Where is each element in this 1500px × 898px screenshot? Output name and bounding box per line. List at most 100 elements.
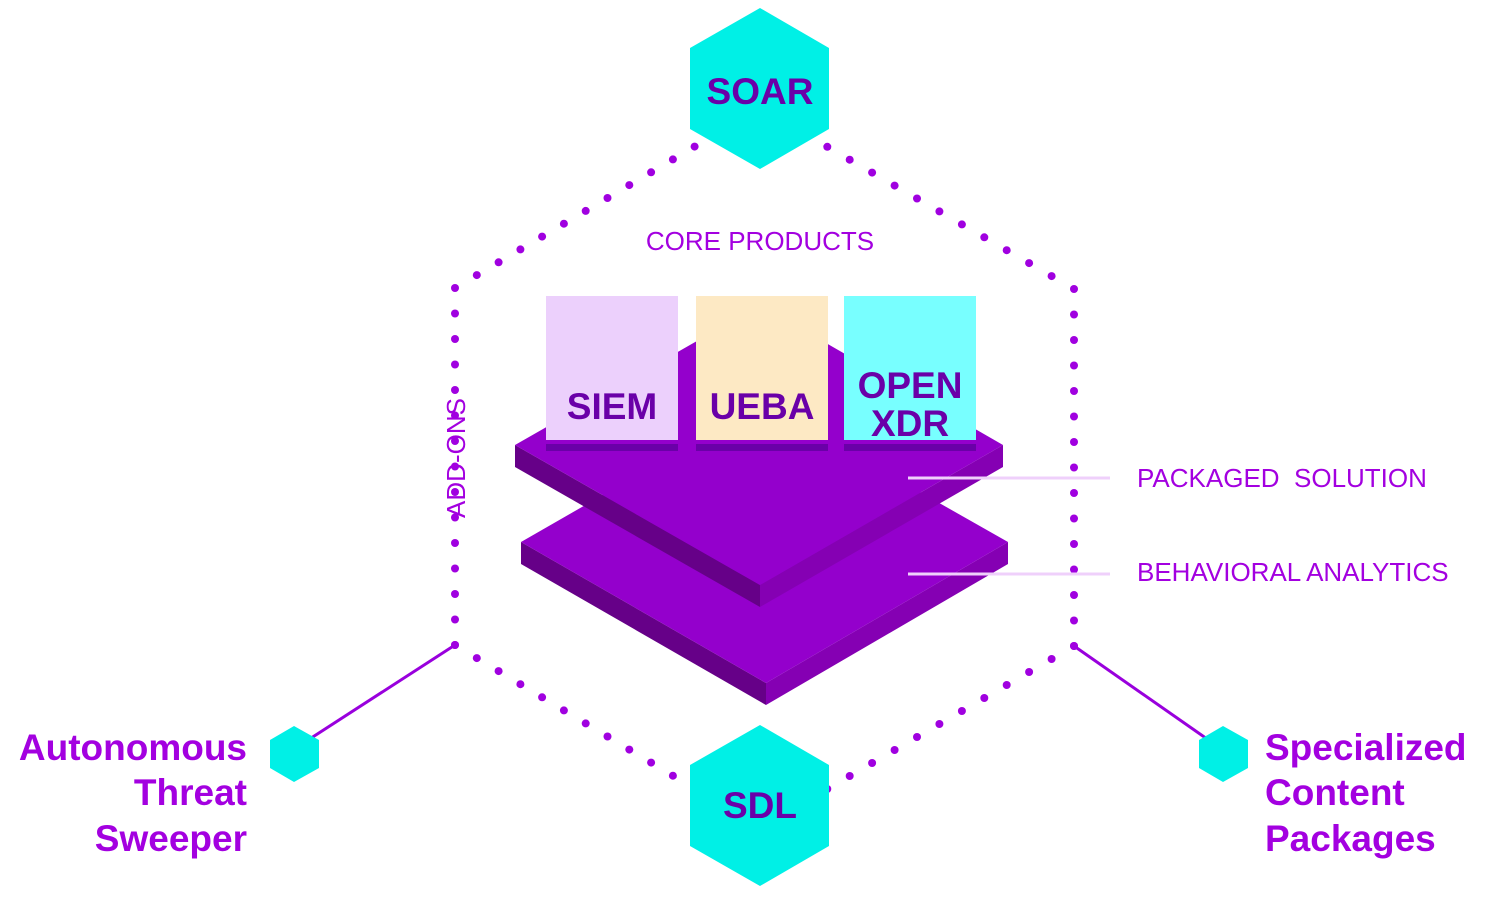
outline-dot: [451, 539, 459, 547]
outline-dot: [690, 142, 699, 151]
outline-dot: [451, 564, 459, 573]
core-product-siem[interactable]: SIEM: [546, 296, 678, 451]
outline-dot: [472, 654, 481, 663]
outline-dot: [668, 771, 677, 780]
add-on-right-line2: Content: [1265, 772, 1405, 813]
xdr-card: [844, 296, 976, 440]
outline-dot: [845, 155, 854, 164]
connector-line-left: [304, 643, 456, 744]
outline-dot: [451, 411, 459, 420]
outline-dot: [451, 309, 459, 318]
outline-dot: [1070, 616, 1078, 625]
outline-dot: [957, 707, 966, 715]
add-on-right-line3: Packages: [1265, 818, 1436, 859]
outline-dot: [451, 360, 459, 369]
outline-dot: [451, 386, 459, 394]
connector-dot-left: [451, 641, 459, 649]
add-on-autonomous-threat-sweeper[interactable]: Autonomous Threat Sweeper: [19, 726, 319, 859]
outline-dot: [647, 758, 656, 767]
outline-dot: [1070, 540, 1078, 548]
outline-dot: [868, 168, 877, 177]
core-products-heading: CORE PRODUCTS: [646, 226, 874, 256]
outline-dot: [451, 335, 459, 343]
outline-dot: [1070, 591, 1078, 599]
outline-dot: [1070, 514, 1078, 523]
outline-dot: [1025, 259, 1034, 268]
outline-dot: [980, 233, 989, 242]
siem-card: [546, 296, 678, 440]
layer-label-behavioral-analytics: BEHAVIORAL ANALYTICS: [1137, 557, 1449, 587]
outline-dot: [472, 271, 481, 280]
outline-dot: [957, 220, 966, 229]
plate-top-right-face: [760, 445, 1003, 607]
outline-dot: [581, 206, 590, 215]
outline-dot: [1002, 681, 1011, 689]
outline-dot: [935, 207, 944, 216]
xdr-card-shadow: [844, 444, 976, 451]
outline-dot: [538, 693, 547, 702]
add-on-left-line1: Autonomous: [19, 727, 247, 768]
outline-dot: [1070, 361, 1078, 370]
outline-dot: [1070, 285, 1078, 293]
outline-dot: [451, 513, 459, 522]
outline-dot: [603, 194, 612, 202]
add-on-left-line2: Threat: [134, 772, 247, 813]
outline-dot: [625, 745, 634, 754]
outline-dot: [868, 759, 877, 767]
core-product-open-xdr[interactable]: OPEN XDR: [844, 296, 976, 451]
outline-dot: [890, 181, 899, 190]
add-on-left-line3: Sweeper: [95, 818, 247, 859]
connector-line-right: [1073, 644, 1211, 743]
outline-dot: [451, 462, 459, 471]
outline-dot: [451, 590, 459, 598]
soar-hexagon[interactable]: SOAR: [690, 8, 829, 169]
add-ons-heading: ADD-ONS: [441, 398, 471, 518]
outline-dot: [935, 720, 944, 728]
plate-bottom-left-face: [521, 542, 766, 705]
ueba-card: [696, 296, 828, 440]
add-on-specialized-content-packages[interactable]: Specialized Content Packages: [1199, 726, 1467, 859]
sdl-hexagon-shape: [690, 725, 829, 886]
sdl-hexagon[interactable]: SDL: [690, 725, 829, 886]
core-product-ueba[interactable]: UEBA: [696, 296, 828, 451]
outline-dot: [1070, 463, 1078, 472]
outline-dot: [668, 155, 677, 164]
outline-dot: [913, 733, 921, 741]
outline-dot: [845, 772, 854, 780]
plate-top-left-face: [515, 445, 760, 607]
outline-dot: [516, 680, 525, 689]
outline-dot: [1070, 489, 1078, 497]
outline-dot: [581, 719, 590, 728]
outline-dot: [1002, 246, 1011, 255]
plate-bottom-right-face: [766, 542, 1008, 705]
outline-dot: [1070, 565, 1078, 574]
siem-label: SIEM: [567, 386, 657, 427]
outline-dot: [1025, 668, 1034, 676]
outline-dot: [559, 219, 568, 228]
xdr-label-line2: XDR: [871, 403, 949, 444]
outline-dot: [1070, 336, 1078, 344]
outline-dot: [603, 732, 612, 741]
outline-dot: [516, 245, 525, 254]
outline-dot: [451, 437, 459, 445]
outline-dot: [538, 232, 547, 241]
outline-dot: [890, 746, 899, 754]
add-on-right-line1: Specialized: [1265, 727, 1467, 768]
xdr-label-line1: OPEN: [858, 365, 963, 406]
outline-dot: [1070, 438, 1078, 446]
ueba-card-shadow: [696, 444, 828, 451]
ueba-label: UEBA: [710, 386, 815, 427]
outline-dot: [494, 667, 503, 676]
outline-dot: [451, 488, 459, 496]
outline-dot: [1070, 412, 1078, 421]
layer-label-packaged-solution: PACKAGED SOLUTION: [1137, 463, 1427, 493]
outline-dot: [625, 181, 634, 190]
outline-dot: [980, 694, 989, 702]
outline-dot: [1070, 310, 1078, 319]
connector-dot-right: [1070, 642, 1078, 650]
outline-dot: [1070, 387, 1078, 395]
siem-card-shadow: [546, 444, 678, 451]
soar-hexagon-shape: [690, 8, 829, 169]
outline-dot: [1047, 272, 1056, 281]
